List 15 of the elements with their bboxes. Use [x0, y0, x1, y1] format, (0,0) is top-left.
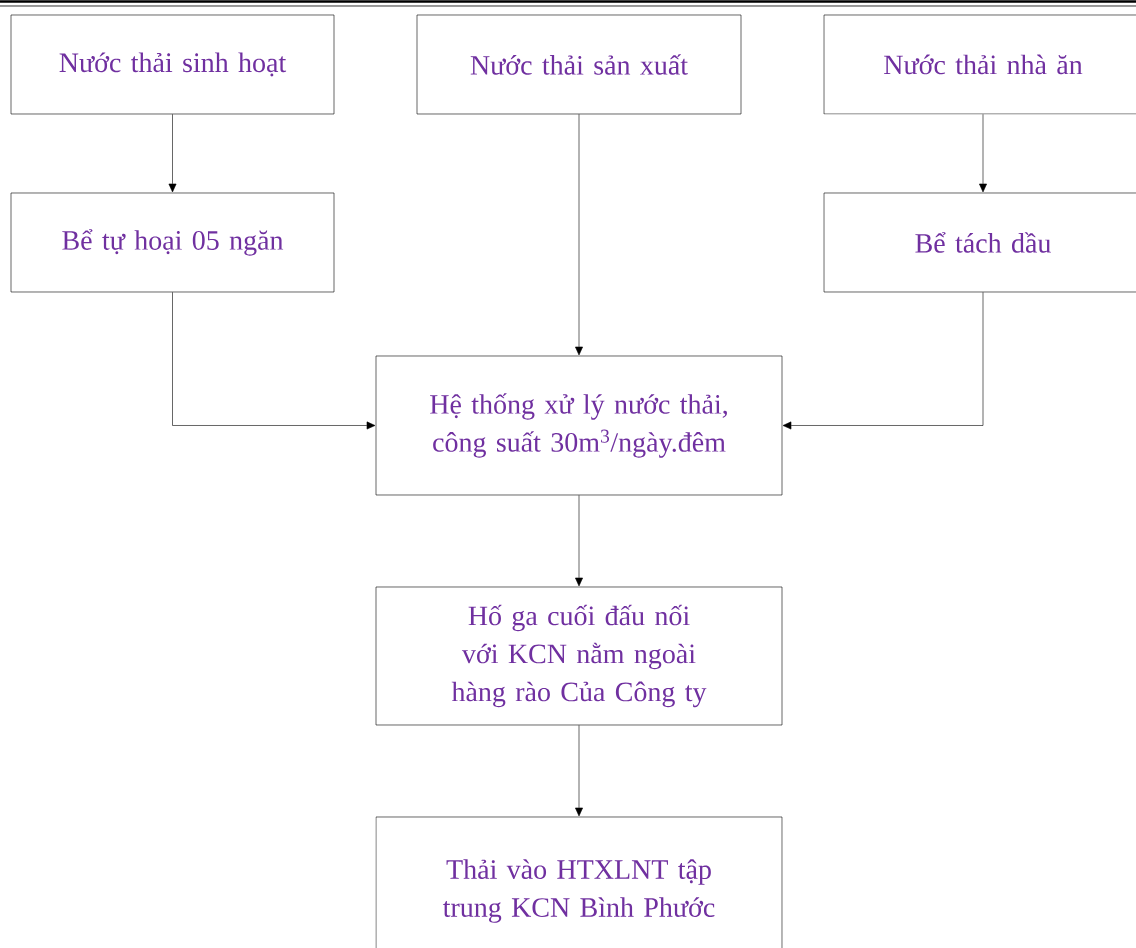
process-box: Hố ga cuối đấu nối với KCN nằm ngoài hàng rào Của Công ty: [375, 586, 783, 726]
process-box: Hệ thống xử lý nước thải, công suất 30m$^{3}$/ngày.đêm: [375, 355, 783, 496]
arrow: [168, 114, 177, 193]
arrow: [172, 292, 376, 430]
process-box: Nước thải sản xuất: [416, 14, 742, 115]
arrow: [979, 114, 987, 193]
process-box: Nước thải sinh hoạt: [10, 14, 335, 115]
arrow: [575, 495, 583, 587]
arrow: [782, 292, 984, 430]
process-box: Nước thải nhà ăn: [823, 14, 1136, 115]
process-box: Thải vào HTXLNT tập trung KCN Bình Phước: [375, 816, 783, 948]
process-box: Bể tách dầu: [823, 192, 1136, 293]
arrow: [575, 114, 583, 356]
process-box: Bể tự hoại 05 ngăn: [10, 192, 335, 293]
arrow: [575, 725, 583, 817]
